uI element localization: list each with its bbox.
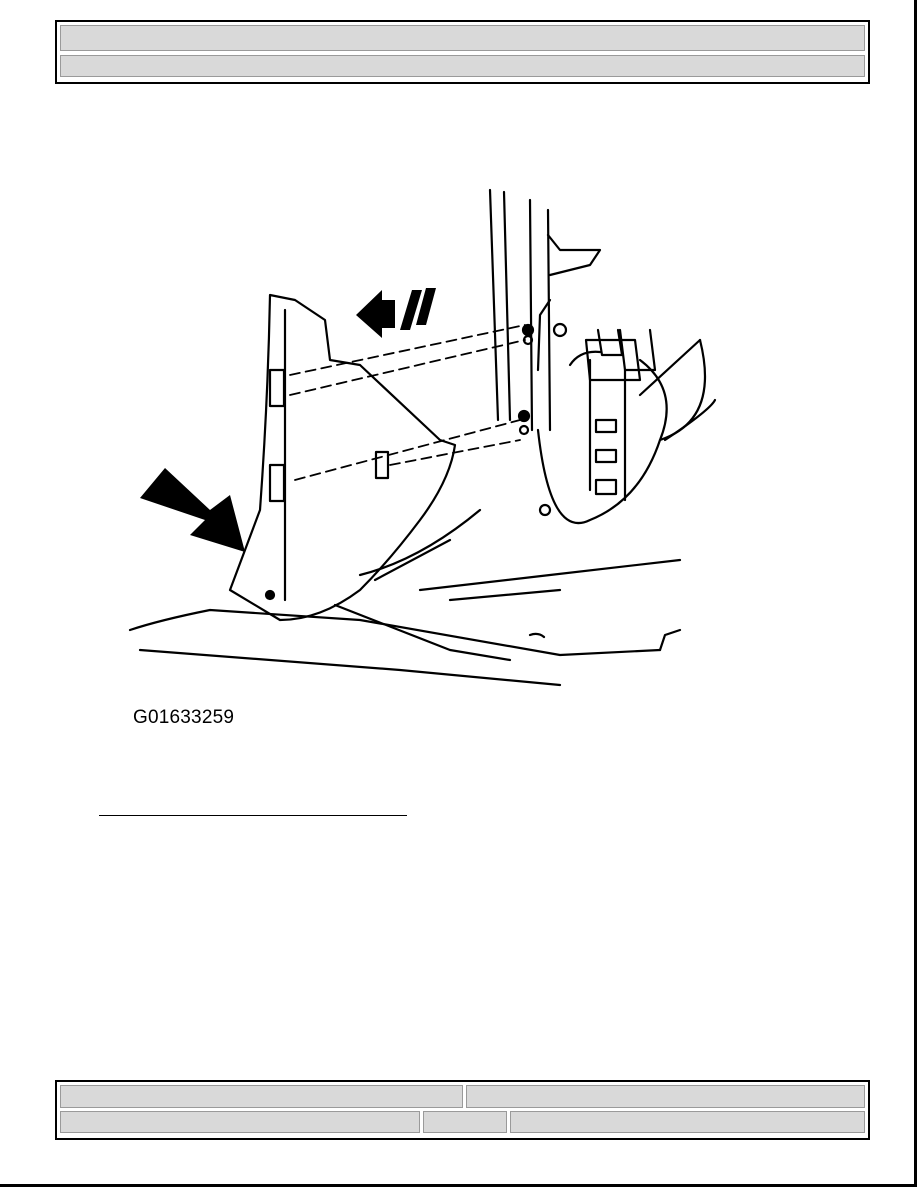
figure-code: G01633259 <box>133 707 235 728</box>
footer-cell-right-top <box>466 1085 865 1108</box>
divider-line <box>99 815 407 816</box>
footer-cell-middle-bottom <box>423 1111 507 1133</box>
page-footer <box>55 1080 870 1140</box>
direction-arrow-icon <box>356 288 436 338</box>
footer-cell-right-bottom <box>510 1111 865 1133</box>
footer-cell-left-top <box>60 1085 463 1108</box>
header-subtitle <box>60 55 865 77</box>
header-title <box>60 25 865 51</box>
page-header <box>55 20 870 84</box>
kick-panel-drawing <box>128 188 717 687</box>
arrow-icon <box>140 468 245 552</box>
service-illustration <box>120 180 720 700</box>
footer-cell-left-bottom <box>60 1111 420 1133</box>
